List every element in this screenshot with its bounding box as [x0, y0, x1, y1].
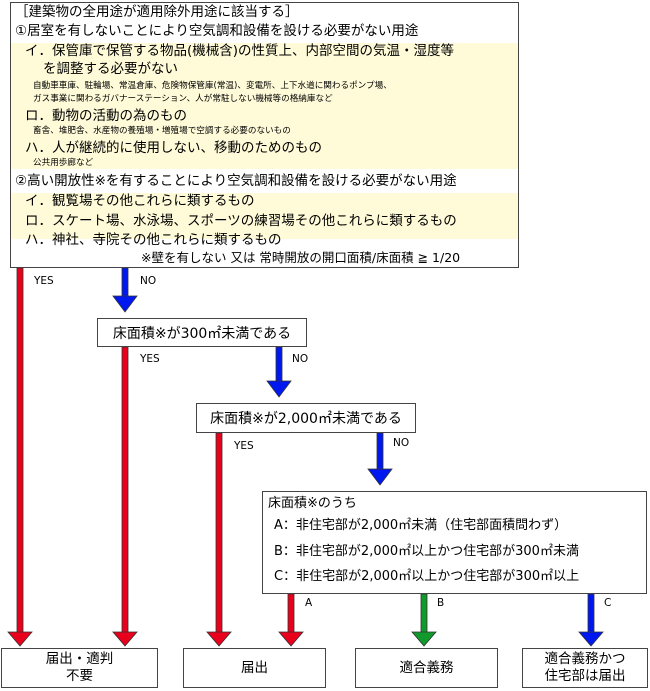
arrow-c [578, 593, 604, 647]
decision-breakdown: 床面積※のうち A：非住宅部が2,000㎡未満（住宅部面積問わず） B：非住宅部… [262, 491, 647, 594]
decision-option-c: C：非住宅部が2,000㎡以上かつ住宅部が300㎡以上 [274, 569, 580, 584]
label-no-1: NO [140, 275, 157, 287]
decision-floor-2000: 床面積※が2,000㎡未満である [196, 403, 416, 433]
decision-floor-300-label: 床面積※が300㎡未満である [112, 325, 292, 342]
decision-floor-2000-label: 床面積※が2,000㎡未満である [210, 411, 402, 427]
section1-item-ro-note: 畜舎、堆肥舎、水産物の養殖場・増殖場で空調する必要のないもの [33, 126, 291, 136]
section2-item-ro: ロ．スケート場、水泳場、スポーツの練習場その他これらに類するもの [25, 213, 457, 229]
label-b: B [437, 597, 445, 609]
outcome-compliance: 適合義務 [355, 648, 498, 688]
outcome-compliance-and-notification: 適合義務かつ 住宅部は届出 [522, 648, 648, 688]
outcome-compliance-and-notification-line2: 住宅部は届出 [544, 668, 626, 684]
arrow-b [411, 593, 437, 647]
arrow-yes-2 [112, 346, 138, 647]
label-yes-1: YES [34, 275, 54, 287]
label-yes-3: YES [234, 440, 254, 452]
label-no-3: NO [393, 437, 410, 449]
arrow-no-1 [112, 267, 138, 313]
outcome-not-required-line2: 不要 [66, 668, 93, 684]
section1-item-ro: ロ．動物の活動の為のもの [25, 108, 187, 124]
arrow-no-2 [266, 346, 292, 398]
exemption-heading: ［建築物の全用途が適用除外用途に該当する］ [15, 4, 299, 20]
decision-breakdown-title: 床面積※のうち [268, 496, 357, 511]
label-yes-2: YES [140, 353, 160, 365]
section1-item-i-line1: イ．保管庫で保管する物品(機械含)の性質上、内部空間の気温・湿度等 [25, 43, 455, 59]
label-c: C [604, 597, 612, 609]
outcome-not-required: 届出・適判 不要 [1, 648, 158, 688]
section2-note: ※壁を有しない 又は 常時開放の開口面積/床面積 ≧ 1/20 [141, 250, 461, 265]
decision-option-a: A：非住宅部が2,000㎡未満（住宅部面積問わず） [274, 518, 568, 533]
section1-title: ①居室を有しないことにより空気調和設備を設ける必要がない用途 [15, 23, 419, 39]
outcome-notification: 届出 [183, 648, 326, 688]
section2-item-i: イ．観覧場その他これらに類するもの [25, 193, 255, 209]
outcome-compliance-label: 適合義務 [399, 659, 454, 676]
arrow-no-3 [367, 432, 393, 486]
outcome-compliance-and-notification-line1: 適合義務かつ [544, 651, 626, 668]
section1-item-ha: ハ．人が継続的に使用しない、移動のためのもの [25, 140, 322, 156]
section1-item-i-line2: を調整する必要がない [43, 61, 178, 77]
arrow-a [278, 593, 304, 647]
section2-title: ②高い開放性※を有することにより空気調和設備を設ける必要がない用途 [15, 173, 457, 189]
decision-floor-300: 床面積※が300㎡未満である [97, 318, 307, 347]
exemption-box: ［建築物の全用途が適用除外用途に該当する］ ①居室を有しないことにより空気調和設… [10, 2, 519, 268]
outcome-notification-label: 届出 [241, 659, 268, 676]
section2-item-ha: ハ．神社、寺院その他これらに類するもの [25, 232, 282, 248]
arrow-yes-1 [7, 267, 33, 647]
section1-item-ha-note: 公共用歩廊など [33, 158, 94, 168]
section2-highlight [11, 193, 518, 239]
section1-item-i-note1: 自動車車庫、駐輪場、常温倉庫、危険物保管庫(常温)、変電所、上下水道に関わるポン… [33, 81, 392, 91]
outcome-not-required-line1: 届出・適判 [45, 651, 114, 668]
decision-option-b: B：非住宅部が2,000㎡以上かつ住宅部が300㎡未満 [274, 544, 579, 559]
label-a: A [305, 597, 313, 609]
label-no-2: NO [292, 353, 309, 365]
section1-highlight [11, 43, 518, 169]
section1-item-i-note2: ガス事業に関わるガバナーステーション、人が常駐しない機械等の格納庫など [33, 94, 333, 104]
arrow-yes-3 [206, 432, 232, 647]
